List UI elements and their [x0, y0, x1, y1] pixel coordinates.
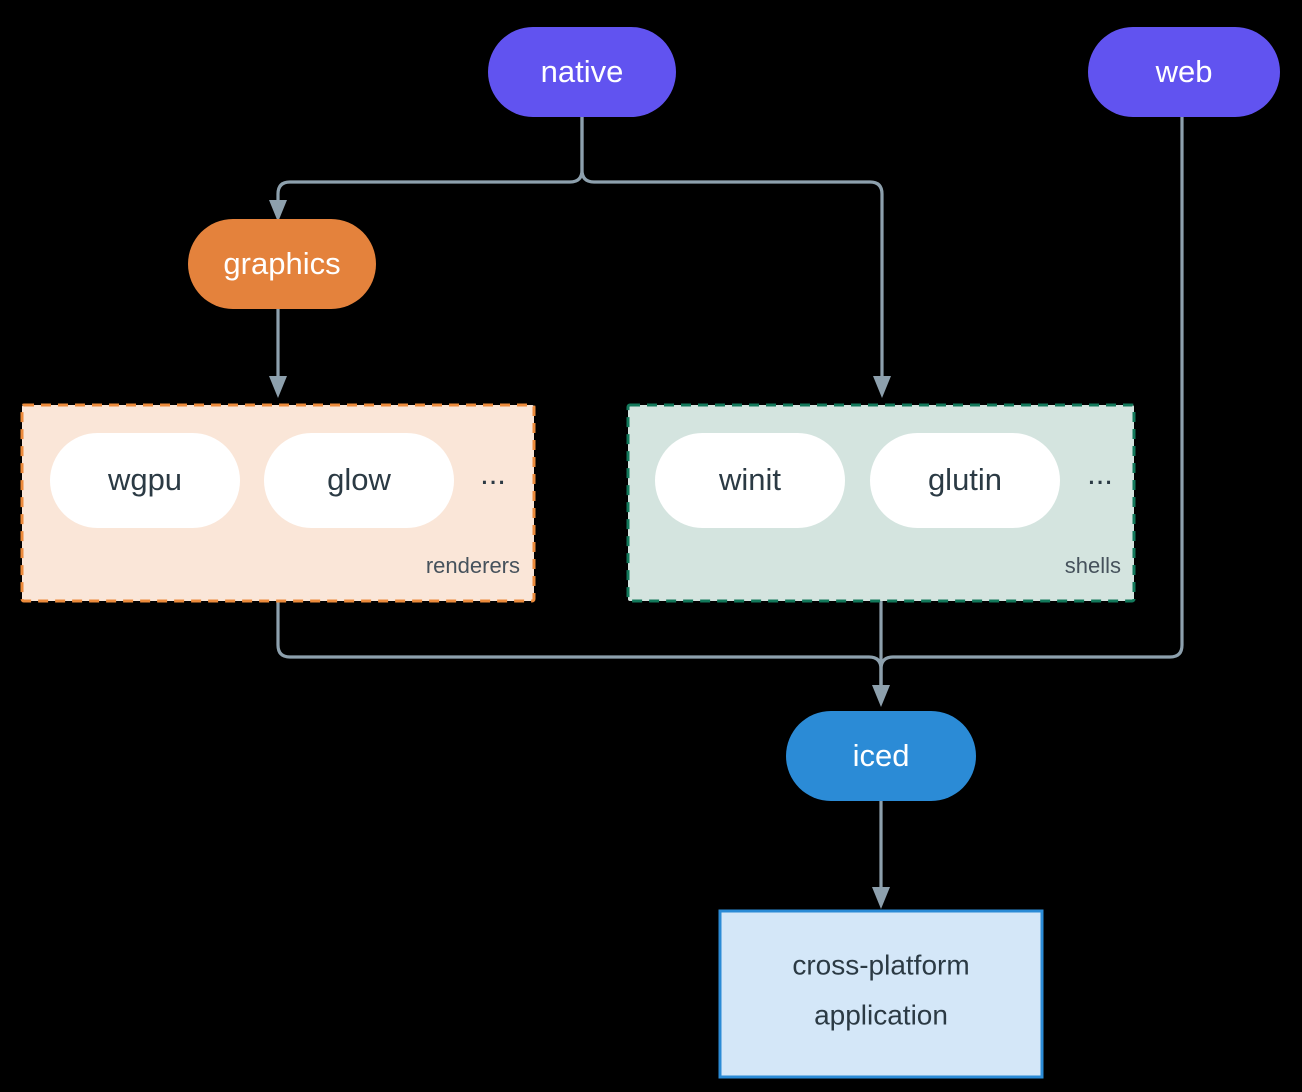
edge-native-shells-arrowhead — [873, 376, 891, 398]
node-web[interactable]: web — [1088, 27, 1280, 117]
node-iced-shape[interactable] — [786, 711, 976, 801]
cluster-renderers-ellipsis: ... — [480, 456, 506, 491]
node-wgpu-shape[interactable] — [50, 433, 240, 528]
node-glutin-label: glutin — [928, 462, 1002, 497]
edge-renderers-iced — [276, 599, 883, 692]
node-web-shape[interactable] — [1088, 27, 1280, 117]
edge-native-graphics-arrowhead — [269, 200, 287, 222]
node-glutin-shape[interactable] — [870, 433, 1060, 528]
node-iced[interactable]: iced — [786, 711, 976, 801]
node-glow-label: glow — [327, 462, 391, 497]
node-iced-label: iced — [853, 738, 910, 773]
edge-graphics-renderers-arrowhead — [269, 376, 287, 398]
cluster-renderers-label: renderers — [426, 553, 520, 578]
node-application-label-line1: cross-platform — [792, 949, 969, 980]
edge-native-shells — [580, 115, 884, 384]
edge-iced-application-arrowhead — [872, 887, 890, 909]
edge-iced-arrowhead — [872, 685, 890, 707]
node-native-label: native — [541, 54, 624, 89]
node-graphics[interactable]: graphics — [188, 219, 376, 309]
node-wgpu-label: wgpu — [107, 462, 182, 497]
node-graphics-shape[interactable] — [188, 219, 376, 309]
cluster-shells-ellipsis: ... — [1087, 456, 1113, 491]
node-glow[interactable]: glow — [264, 433, 454, 528]
node-web-label: web — [1155, 54, 1213, 89]
cluster-shells-label: shells — [1065, 553, 1121, 578]
node-winit-shape[interactable] — [655, 433, 845, 528]
node-wgpu[interactable]: wgpu — [50, 433, 240, 528]
node-layer: native web graphics wgpu glow — [50, 27, 1280, 1079]
node-glow-shape[interactable] — [264, 433, 454, 528]
node-application[interactable]: cross-platform application — [718, 909, 1044, 1079]
node-application-shape[interactable] — [718, 909, 1044, 1079]
node-graphics-label: graphics — [223, 246, 340, 281]
node-native-shape[interactable] — [488, 27, 676, 117]
node-native[interactable]: native — [488, 27, 676, 117]
edge-native-bus — [276, 115, 584, 210]
node-winit-label: winit — [718, 462, 781, 497]
edge-layer — [269, 115, 1184, 909]
node-glutin[interactable]: glutin — [870, 433, 1060, 528]
node-application-label-line2: application — [814, 999, 948, 1030]
node-winit[interactable]: winit — [655, 433, 845, 528]
edge-web-iced — [879, 115, 1184, 692]
